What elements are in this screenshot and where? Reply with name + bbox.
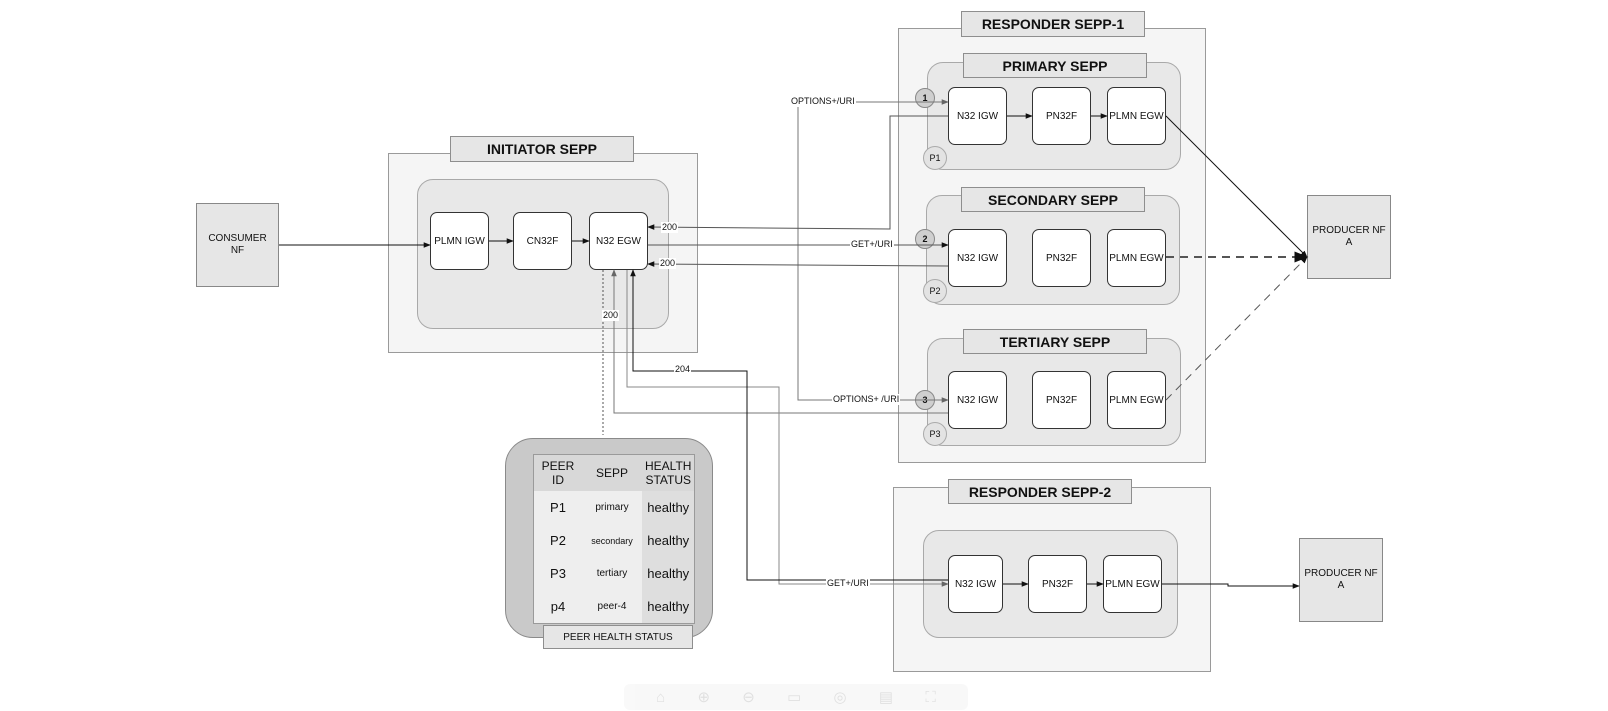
fit-icon[interactable]: ▭ [787,689,802,706]
cell-health: healthy [642,590,695,624]
cell-health: healthy [642,491,695,524]
wire-200-secondary [647,261,949,267]
responder2-plmn-egw: PLMN EGW [1103,555,1162,613]
label-204: 204 [674,364,692,375]
cell-sepp: tertiary [596,568,628,579]
peer-health-caption: PEER HEALTH STATUS [543,625,693,649]
responder2-n32-igw: N32 IGW [948,555,1003,613]
header-peer-id: PEER ID [533,454,582,491]
label-get-secondary: GET+/URI [850,239,894,250]
initiator-sepp-title: INITIATOR SEPP [450,136,634,162]
peer-p2-badge: P2 [923,279,947,303]
print-icon[interactable]: ▤ [878,689,894,706]
primary-plmn-egw: PLMN EGW [1107,87,1166,145]
label-200-primary: 200 [661,222,679,233]
responder2-pn32f: PN32F [1028,555,1087,613]
cell-health: healthy [642,557,695,590]
secondary-n32-igw: N32 IGW [948,229,1007,287]
table-row: p4 peer-4 healthy [534,590,695,624]
tertiary-pn32f: PN32F [1032,371,1091,429]
step-2-badge: 2 [915,229,935,249]
tertiary-sepp-title: TERTIARY SEPP [963,329,1147,354]
consumer-nf: CONSUMER NF [196,203,279,287]
table-header-row: PEER ID SEPP HEALTH STATUS [533,454,695,491]
peer-health-table: PEER ID SEPP HEALTH STATUS P1 primary he… [533,454,696,624]
cell-sepp: primary [595,502,629,513]
wire-200-primary [647,115,948,230]
responder-sepp-1-title: RESPONDER SEPP-1 [961,11,1145,37]
label-options-p3: OPTIONS+ /URI [832,394,901,405]
peer-p1-badge: P1 [923,146,947,170]
wire-r2-egw-to-producer [1162,583,1300,589]
table-row: P3 tertiary healthy [534,557,695,590]
label-200-tertiary: 200 [602,310,620,321]
cell-peer-id: p4 [550,599,566,614]
wire-primary-egw-to-producer [1165,115,1308,258]
initiator-n32-egw: N32 EGW [589,212,648,270]
secondary-pn32f: PN32F [1032,229,1091,287]
cell-peer-id: P3 [550,566,566,581]
label-options-p1: OPTIONS+/URI [790,96,856,107]
table-row: P2 secondary healthy [534,524,695,557]
viewer-toolbar[interactable]: ⌂ ⊕ ⊖ ▭ ◎ ▤ ⛶ [624,684,968,710]
fullscreen-icon[interactable]: ⛶ [925,688,936,706]
wire-tertiary-egw-to-producer [1165,256,1308,401]
wire-200-tertiary [611,269,948,414]
home-icon[interactable]: ⌂ [656,688,666,706]
cell-sepp: peer-4 [597,601,627,612]
producer-nf-b: PRODUCER NF A [1299,538,1383,622]
zoom-in-icon[interactable]: ⊕ [697,689,711,706]
wire-options-p3 [797,102,949,403]
label-200-secondary: 200 [659,258,677,269]
primary-n32-igw: N32 IGW [948,87,1007,145]
initiator-cn32f: CN32F [513,212,572,270]
layers-icon[interactable]: ◎ [833,689,847,706]
secondary-plmn-egw: PLMN EGW [1107,229,1166,287]
secondary-sepp-title: SECONDARY SEPP [961,187,1145,212]
cell-peer-id: P2 [550,533,566,548]
initiator-plmn-igw: PLMN IGW [430,212,489,270]
wire-204-responder2 [630,269,948,581]
zoom-out-icon[interactable]: ⊖ [742,689,755,706]
header-health-status: HEALTH STATUS [642,454,695,491]
producer-nf-a: PRODUCER NF A [1307,195,1391,279]
cell-health: healthy [642,524,695,557]
peer-p3-badge: P3 [923,422,947,446]
step-1-badge: 1 [915,88,935,108]
header-sepp: SEPP [582,454,642,491]
cell-sepp: secondary [591,535,633,546]
table-row: P1 primary healthy [534,491,695,524]
tertiary-plmn-egw: PLMN EGW [1107,371,1166,429]
peer-health-table-wrap: PEER ID SEPP HEALTH STATUS P1 primary he… [533,454,696,624]
responder-sepp-2-title: RESPONDER SEPP-2 [948,479,1132,504]
cell-peer-id: P1 [550,500,566,515]
primary-sepp-title: PRIMARY SEPP [963,53,1147,78]
label-get-responder2: GET+/URI [826,578,870,589]
